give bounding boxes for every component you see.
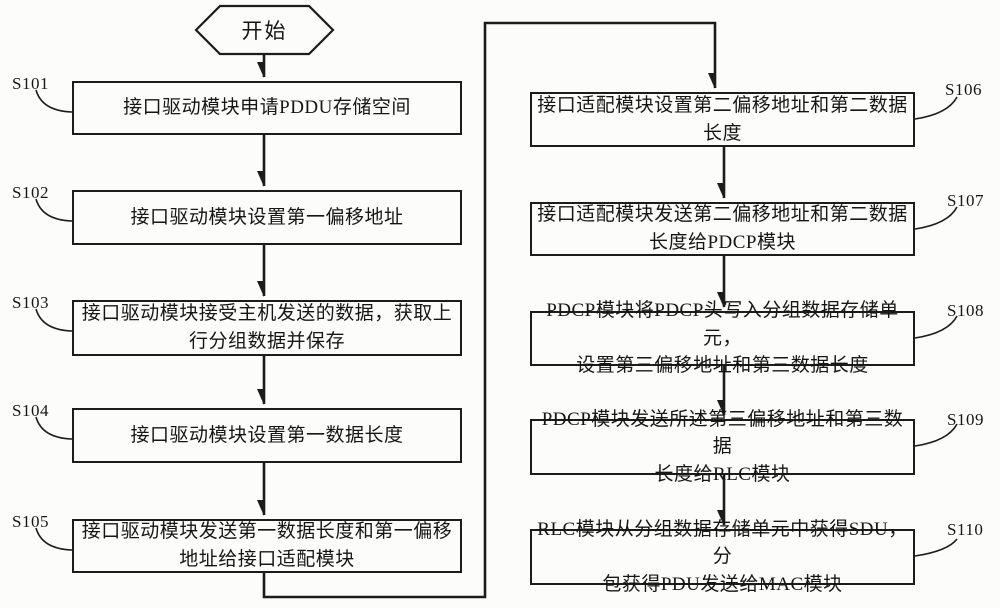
step-box-s107: 接口适配模块发送第二偏移地址和第二数据 长度给PDCP模块 bbox=[530, 202, 915, 256]
step-box-s110: RLC模块从分组数据存储单元中获得SDU，分 包获得PDU发送给MAC模块 bbox=[530, 529, 915, 585]
step-label-s102: S102 bbox=[12, 183, 49, 203]
step-box-s104: 接口驱动模块设置第一数据长度 bbox=[72, 408, 462, 463]
start-label: 开始 bbox=[196, 6, 333, 54]
step-box-s108: PDCP模块将PDCP头写入分组数据存储单元， 设置第三偏移地址和第三数据长度 bbox=[530, 311, 915, 366]
step-box-s103: 接口驱动模块接受主机发送的数据，获取上 行分组数据并保存 bbox=[72, 300, 462, 356]
step-label-s109: S109 bbox=[947, 410, 984, 430]
step-label-s110: S110 bbox=[947, 520, 983, 540]
step-label-s105: S105 bbox=[12, 512, 49, 532]
step-box-s106: 接口适配模块设置第二偏移地址和第二数据 长度 bbox=[530, 92, 915, 147]
leader-s110 bbox=[915, 539, 957, 556]
step-box-s109: PDCP模块发送所述第三偏移地址和第三数据 长度给RLC模块 bbox=[530, 419, 915, 475]
step-label-s106: S106 bbox=[945, 80, 982, 100]
step-label-s101: S101 bbox=[12, 74, 49, 94]
step-label-s103: S103 bbox=[12, 293, 49, 313]
step-label-s107: S107 bbox=[947, 191, 984, 211]
step-label-s108: S108 bbox=[947, 301, 984, 321]
leader-s106 bbox=[915, 97, 957, 119]
step-label-s104: S104 bbox=[12, 401, 49, 421]
step-box-s105: 接口驱动模块发送第一数据长度和第一偏移 地址给接口适配模块 bbox=[72, 519, 462, 573]
step-box-s101: 接口驱动模块申请PDDU存储空间 bbox=[72, 81, 462, 135]
step-box-s102: 接口驱动模块设置第一偏移地址 bbox=[72, 190, 462, 245]
